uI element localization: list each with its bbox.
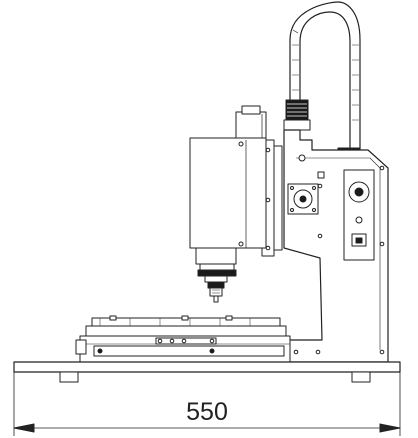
work-table [85,315,287,337]
x-carriage [75,335,291,363]
dimension-label: 550 [186,398,228,426]
cable-connector-left [283,99,311,131]
frame-stepper-motor [287,183,319,215]
spindle-body [189,137,267,249]
cable-chain [289,1,361,150]
side-motor-plate [343,169,375,261]
machine-base [13,361,401,383]
z-motor [235,105,267,141]
spindle-nose [195,247,237,303]
dimension-550: 550 [13,372,401,436]
